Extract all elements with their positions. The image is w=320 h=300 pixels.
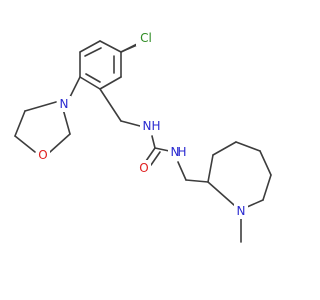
benzyl-amide-nh: N H bbox=[140, 118, 161, 134]
bond-nh-ch2 bbox=[177, 161, 187, 181]
bond-c-o-2 bbox=[150, 151, 161, 166]
nh-urea-h-label: H bbox=[177, 145, 186, 159]
bond-ring-5 bbox=[79, 76, 101, 90]
bond-az-4 bbox=[259, 150, 272, 176]
bond-ch2-nh bbox=[120, 120, 141, 127]
bond-az-3 bbox=[235, 141, 261, 152]
bond-aryl-n bbox=[69, 76, 81, 98]
bond-morph-4 bbox=[14, 110, 26, 137]
bond-az-5 bbox=[262, 174, 272, 201]
bond-az-1 bbox=[207, 154, 214, 183]
azepane-nitrogen: N bbox=[234, 203, 248, 219]
bond-ch2-ring bbox=[185, 179, 209, 183]
o-carbonyl-label: O bbox=[139, 161, 148, 175]
bond-morph-3 bbox=[14, 135, 36, 153]
bond-nh-c bbox=[151, 135, 156, 149]
structure-svg: Cl N O N H O N H N bbox=[14, 30, 272, 243]
bond-az-6 bbox=[246, 199, 264, 208]
bond-ring-3 bbox=[79, 40, 101, 53]
chlorine-atom: Cl bbox=[136, 30, 156, 46]
bond-c-o-1 bbox=[145, 147, 156, 162]
nh-urea-n-label: N bbox=[171, 145, 180, 159]
bond-az-2 bbox=[212, 141, 237, 156]
nh-benzyl-n-label: N bbox=[143, 119, 152, 133]
n-morpholine-label: N bbox=[60, 97, 69, 111]
morpholine-oxygen: O bbox=[36, 147, 50, 163]
bonds bbox=[14, 40, 272, 243]
bond-ring-6 bbox=[99, 76, 122, 90]
morpholine-nitrogen: N bbox=[57, 96, 71, 112]
atom-labels: Cl N O N H O N H N bbox=[36, 30, 248, 219]
bond-ring-5-inner bbox=[85, 73, 101, 83]
bond-az-7 bbox=[207, 181, 235, 206]
carbonyl-oxygen: O bbox=[137, 160, 151, 176]
cl-label: Cl bbox=[140, 31, 152, 45]
urea-nh: N H bbox=[168, 144, 187, 160]
bond-morph-2 bbox=[49, 133, 71, 153]
n-azepane-label: N bbox=[237, 204, 246, 218]
bond-ring-2 bbox=[99, 40, 122, 53]
bond-ring-3-inner bbox=[84, 47, 102, 57]
bond-aryl-cl bbox=[120, 44, 138, 53]
bond-aryl-ch2 bbox=[99, 88, 122, 122]
o-morpholine-label: O bbox=[38, 148, 47, 162]
bond-morph-5 bbox=[24, 101, 57, 112]
nh-benzyl-h-label: H bbox=[151, 119, 160, 133]
molecule-diagram: Cl N O N H O N H N bbox=[14, 30, 272, 243]
bond-morph-1 bbox=[62, 108, 71, 135]
